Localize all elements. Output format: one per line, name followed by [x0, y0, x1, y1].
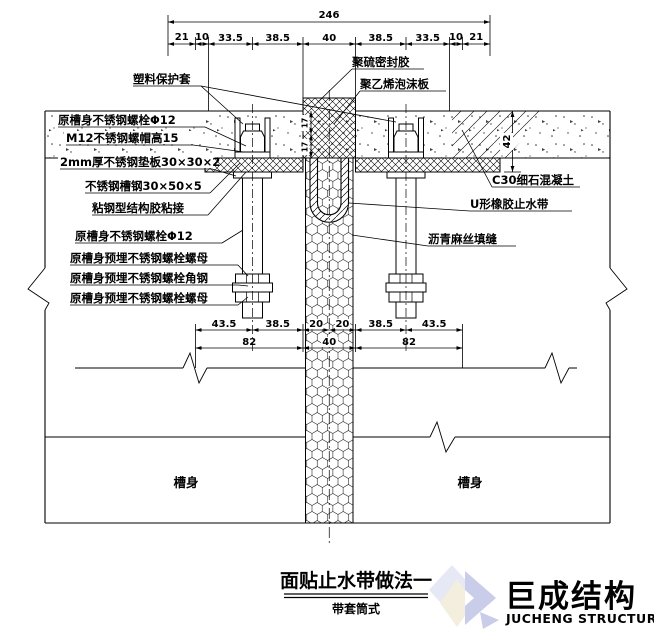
body-label-left: 槽身: [173, 475, 199, 490]
dim-top-seg: 10: [449, 32, 463, 43]
dim-top-seg: 38.5: [265, 33, 290, 44]
dim-bottom-seg: 38.5: [265, 319, 290, 330]
callout-sealant: 聚硫密封胶: [351, 55, 410, 69]
callout-left-9: 原槽身预埋不锈钢螺栓螺母: [70, 291, 208, 305]
logo-text-cn: 巨成结构: [505, 579, 637, 615]
left-channel-bolt-assembly: [232, 104, 273, 352]
callout-leaders-left: [56, 113, 249, 306]
callout-left-7: 原槽身预埋不锈钢螺栓螺母: [70, 251, 208, 265]
drawing-title: 面贴止水带做法一: [280, 569, 432, 592]
dim-bottom-seg: 82: [242, 337, 256, 348]
dim-label-bg: [335, 319, 350, 329]
slab-edges-and-breaks: [27, 111, 628, 524]
dim-top-seg: 10: [195, 32, 209, 43]
dim-bottom-seg: 43.5: [422, 319, 447, 330]
callout-right-1: C30细石混凝土: [492, 173, 574, 187]
dim-label-bg: [299, 139, 310, 155]
dim-top-seg: 40: [322, 33, 336, 44]
dim-bottom-seg: 38.5: [368, 319, 393, 330]
title-underline: [284, 593, 428, 599]
dim-bottom-seg: 40: [322, 337, 336, 348]
callout-foam-board: 聚乙烯泡沫板: [359, 77, 429, 91]
dim-label-bg: [299, 115, 310, 131]
dim-top-seg: 21: [175, 32, 189, 43]
callout-left-5: 粘钢型结构胶粘接: [92, 201, 184, 215]
dim-top-seg: 33.5: [218, 33, 243, 44]
dim-17-lower: 17: [301, 142, 310, 152]
dim-overall-246: 246: [319, 10, 340, 21]
callout-plastic-sleeve: 塑料保护套: [133, 72, 191, 86]
top-dimension-chain: [167, 15, 491, 111]
callout-left-3: 2mm厚不锈钢垫板30×30×2: [60, 155, 220, 169]
callout-left-8: 原槽身预埋不锈钢螺栓角钢: [70, 271, 208, 285]
logo-text-en: JUCHENG STRUCTURE: [505, 611, 654, 626]
callout-right-3: 沥青麻丝填缝: [428, 232, 497, 246]
label-bg: [131, 73, 203, 85]
logo-triangle-main: [465, 571, 496, 625]
dim-bottom-seg: 20: [335, 319, 349, 330]
dim-label-bg: [500, 133, 513, 150]
dim-top-seg: 38.5: [368, 33, 393, 44]
logo-triangle-small: [480, 612, 499, 629]
dim-17-upper: 17: [301, 118, 310, 128]
dim-top-seg: 33.5: [415, 33, 440, 44]
dim-42: 42: [502, 135, 513, 149]
right-channel-bolt-assembly: [385, 104, 427, 352]
dim-bottom-seg: 82: [402, 337, 416, 348]
callout-left-6: 原槽身不锈钢螺栓Φ12: [75, 229, 193, 243]
jucheng-logo: 巨成结构 JUCHENG STRUCTURE: [429, 565, 654, 629]
dim-label-bg: [308, 319, 324, 329]
dim-bottom-seg: 43.5: [212, 319, 237, 330]
bottom-dimension-chain: [195, 324, 463, 368]
callout-leaders-right: [348, 129, 580, 247]
callout-left-2: M12不锈钢螺帽高15: [66, 131, 178, 145]
u-shaped-rubber-waterstop: [309, 157, 350, 223]
dim-label-bg: [321, 337, 338, 347]
logo-triangle-notch: [465, 590, 474, 606]
callout-left-4: 不锈钢槽钢30×50×5: [85, 179, 202, 193]
dim-top-seg: 21: [469, 32, 483, 43]
callout-left-1: 原槽身不锈钢螺栓Φ12: [58, 113, 176, 127]
callout-right-2: U形橡胶止水带: [470, 197, 549, 211]
dim-bottom-seg: 20: [309, 319, 323, 330]
drawing-subtitle: 带套筒式: [332, 601, 380, 616]
callout-leaders-top: [133, 68, 446, 125]
body-label-right: 槽身: [457, 475, 483, 490]
